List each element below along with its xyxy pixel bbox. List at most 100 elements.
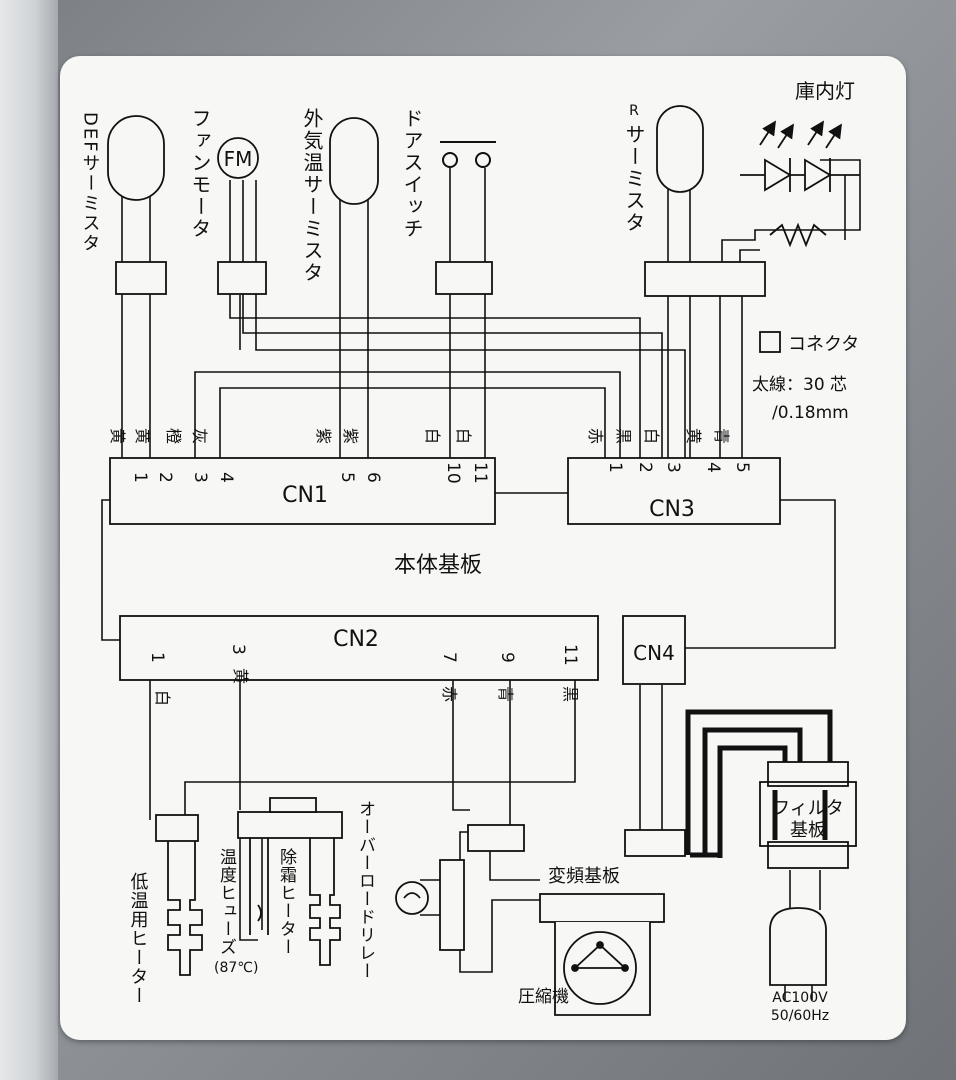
fuse-defrost-connector bbox=[237, 811, 343, 839]
overload-relay-box bbox=[439, 859, 465, 951]
defrost-heater-label: 除霜ヒーター bbox=[276, 848, 297, 956]
cn2-pin: 9 bbox=[497, 652, 517, 663]
cn1-color: 白 bbox=[454, 428, 473, 444]
def-thermistor-connector bbox=[115, 261, 167, 295]
power-plug-icon bbox=[769, 907, 827, 986]
fan-motor-connector bbox=[217, 261, 267, 295]
cn1-color: 灰 bbox=[190, 428, 209, 444]
cn3-side-connector bbox=[644, 261, 766, 297]
cn1-color: 黄 bbox=[133, 428, 152, 444]
cn2-pin: 3 bbox=[228, 644, 248, 655]
outside-thermistor-label: 外気温サーミスタ bbox=[300, 108, 324, 284]
wiring-diagram: FM DEFサーミスタ ファンモータ bbox=[80, 79, 861, 1024]
wires bbox=[101, 150, 861, 1000]
low-temp-heater-connector bbox=[155, 814, 199, 842]
cn4-label: CN4 bbox=[633, 641, 675, 665]
cn1-pin: 4 bbox=[216, 472, 236, 483]
cn1-pin: 1 bbox=[130, 472, 150, 483]
low-temp-heater-label: 低温用ヒーター bbox=[128, 872, 149, 1005]
temp-fuse-label: 温度ヒューズ bbox=[216, 848, 237, 956]
inverter-board-label: 変頻基板 bbox=[548, 866, 620, 887]
main-board-label: 本体基板 bbox=[394, 553, 482, 578]
interior-light-icon bbox=[740, 120, 860, 248]
compressor-label: 圧縮機 bbox=[518, 987, 569, 1007]
cn3-color: 黄 bbox=[684, 428, 703, 444]
cn3-pin: 2 bbox=[635, 462, 655, 473]
temp-fuse-rating: (87℃) bbox=[214, 960, 258, 976]
cn3-pin: 4 bbox=[703, 462, 723, 473]
cn1-color: 紫 bbox=[341, 428, 360, 444]
cn1-color: 橙 bbox=[164, 428, 183, 444]
fan-motor-label: ファンモータ bbox=[188, 108, 212, 240]
cn2-color: 黒 bbox=[561, 686, 580, 702]
low-temp-heater-element bbox=[167, 841, 203, 976]
door-switch-label: ドアスイッチ bbox=[400, 108, 424, 240]
cn4-box bbox=[622, 615, 686, 685]
connector-legend-label: コネクタ bbox=[788, 334, 859, 355]
connector-legend-square bbox=[759, 331, 781, 353]
cn3-label: CN3 bbox=[649, 497, 695, 522]
cn2-color: 白 bbox=[153, 690, 172, 706]
cn3-color: 赤 bbox=[586, 428, 605, 444]
wiring-diagram-label: FM DEFサーミスタ ファンモータ bbox=[60, 56, 906, 1040]
cn1-pin: 6 bbox=[363, 472, 383, 483]
cn1-pin: 3 bbox=[190, 472, 210, 483]
cn3-pin: 3 bbox=[663, 462, 683, 473]
filter-board-label-2: 基板 bbox=[790, 820, 826, 841]
cn3-colors: 赤 黒 白 黄 青 bbox=[586, 428, 731, 444]
power-voltage-label: AC100V bbox=[772, 990, 828, 1006]
defrost-top-connector bbox=[269, 797, 317, 813]
temp-fuse-leads bbox=[249, 838, 269, 935]
cn3-pin: 1 bbox=[605, 462, 625, 473]
interior-light-label: 庫内灯 bbox=[795, 79, 855, 103]
cn1-pin: 11 bbox=[470, 462, 490, 484]
cn2-pin: 1 bbox=[147, 652, 167, 663]
cn3-color: 白 bbox=[642, 428, 661, 444]
cn1-pin: 10 bbox=[443, 462, 463, 484]
connector-labels: CN1 CN3 CN2 CN4 bbox=[282, 483, 695, 665]
heater-icons bbox=[167, 838, 341, 976]
def-thermistor-label: DEFサーミスタ bbox=[80, 112, 101, 254]
r-thermistor-label: サーミスタ bbox=[622, 124, 646, 234]
defrost-heater-element bbox=[309, 838, 341, 966]
cn3-color: 黒 bbox=[614, 428, 633, 444]
cn1-pin: 2 bbox=[155, 472, 175, 483]
fridge-side-panel bbox=[0, 0, 58, 1080]
cn2-label: CN2 bbox=[333, 627, 379, 652]
cn2-pin: 7 bbox=[439, 652, 459, 663]
overload-relay-icon bbox=[395, 881, 429, 915]
cn2-color: 青 bbox=[496, 686, 515, 702]
cn2-pins: 1 3 7 9 11 bbox=[147, 644, 580, 666]
door-switch-contacts bbox=[440, 141, 496, 168]
cn2-colors: 白 黄 赤 青 黒 bbox=[153, 668, 580, 706]
cn3-color: 青 bbox=[712, 428, 731, 444]
filter-board-frame bbox=[759, 781, 857, 847]
wire-spec-line1: 太線：30 芯 bbox=[752, 375, 847, 395]
component-labels: DEFサーミスタ ファンモータ 外気温サーミスタ ドアスイッチ R サーミスタ … bbox=[80, 79, 856, 1024]
outside-thermistor-element bbox=[329, 117, 379, 205]
legend: コネクタ 太線：30 芯 /0.18mm bbox=[752, 334, 859, 423]
cn2-pin: 11 bbox=[560, 644, 580, 666]
door-switch-connector bbox=[435, 261, 493, 295]
cn2-box bbox=[119, 615, 599, 681]
power-wires bbox=[685, 709, 833, 858]
overload-relay-label: オーバーロードリレー bbox=[355, 800, 375, 980]
cn1-color: 白 bbox=[423, 428, 442, 444]
cn2-color: 赤 bbox=[440, 686, 459, 702]
filter-board-label-1: フィルタ bbox=[772, 798, 844, 819]
relay-connector bbox=[467, 824, 525, 852]
fan-motor-circle bbox=[217, 137, 259, 179]
boxes bbox=[107, 105, 849, 951]
power-freq-label: 50/60Hz bbox=[771, 1008, 829, 1024]
cn3-box bbox=[567, 457, 781, 525]
cn2-color: 黄 bbox=[231, 668, 250, 684]
fan-motor-symbol: FM bbox=[224, 147, 253, 171]
inverter-board-box bbox=[539, 893, 665, 923]
cn4-cable-connector bbox=[624, 829, 686, 857]
r-thermistor-prefix: R bbox=[629, 103, 639, 119]
cn1-color: 黄 bbox=[108, 428, 127, 444]
r-thermistor-element bbox=[656, 105, 704, 193]
def-thermistor-element bbox=[107, 115, 165, 201]
temp-fuse-element bbox=[257, 904, 262, 922]
wire-spec-line2: /0.18mm bbox=[772, 403, 849, 423]
